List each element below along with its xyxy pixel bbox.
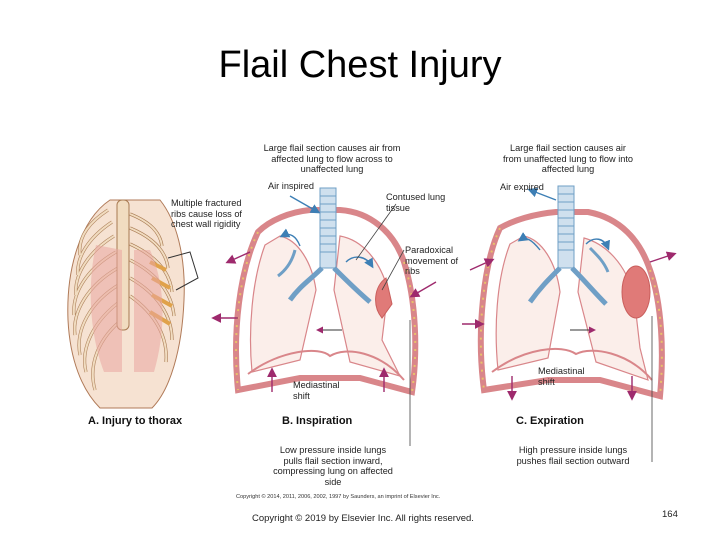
rib-cage-illustration: [67, 199, 199, 409]
expiration-lungs-illustration: [462, 185, 677, 462]
panel-c-label: C. Expiration: [516, 415, 584, 427]
label-large-flail-inspiration: Large flail section causes air from affe…: [263, 143, 401, 174]
label-paradoxical-movement: Paradoxical movement of ribs: [405, 245, 459, 276]
panel-a-label: A. Injury to thorax: [88, 415, 183, 427]
label-mediastinal-shift-expiration: Mediastinal shift: [538, 366, 585, 387]
label-air-expired: Air expired: [500, 182, 544, 192]
label-multiple-fractured-ribs: Multiple fractured ribs cause loss of ch…: [171, 198, 242, 229]
page-number: 164: [662, 509, 678, 520]
slide-copyright: Copyright © 2019 by Elsevier Inc. All ri…: [252, 513, 474, 524]
label-air-inspired: Air inspired: [268, 181, 314, 191]
label-high-pressure: High pressure inside lungs pushes flail …: [516, 445, 630, 466]
label-low-pressure: Low pressure inside lungs pulls flail se…: [273, 445, 393, 487]
label-mediastinal-shift-inspiration: Mediastinal shift: [293, 380, 340, 401]
inspiration-lungs-illustration: [211, 187, 437, 446]
slide-title: Flail Chest Injury: [218, 44, 502, 86]
label-large-flail-expiration: Large flail section causes air from unaf…: [502, 143, 634, 174]
panel-b-label: B. Inspiration: [282, 415, 353, 427]
label-contused-lung-tissue: Contused lung tissue: [386, 192, 446, 213]
image-credit: Copyright © 2014, 2011, 2006, 2002, 1997…: [236, 494, 441, 500]
